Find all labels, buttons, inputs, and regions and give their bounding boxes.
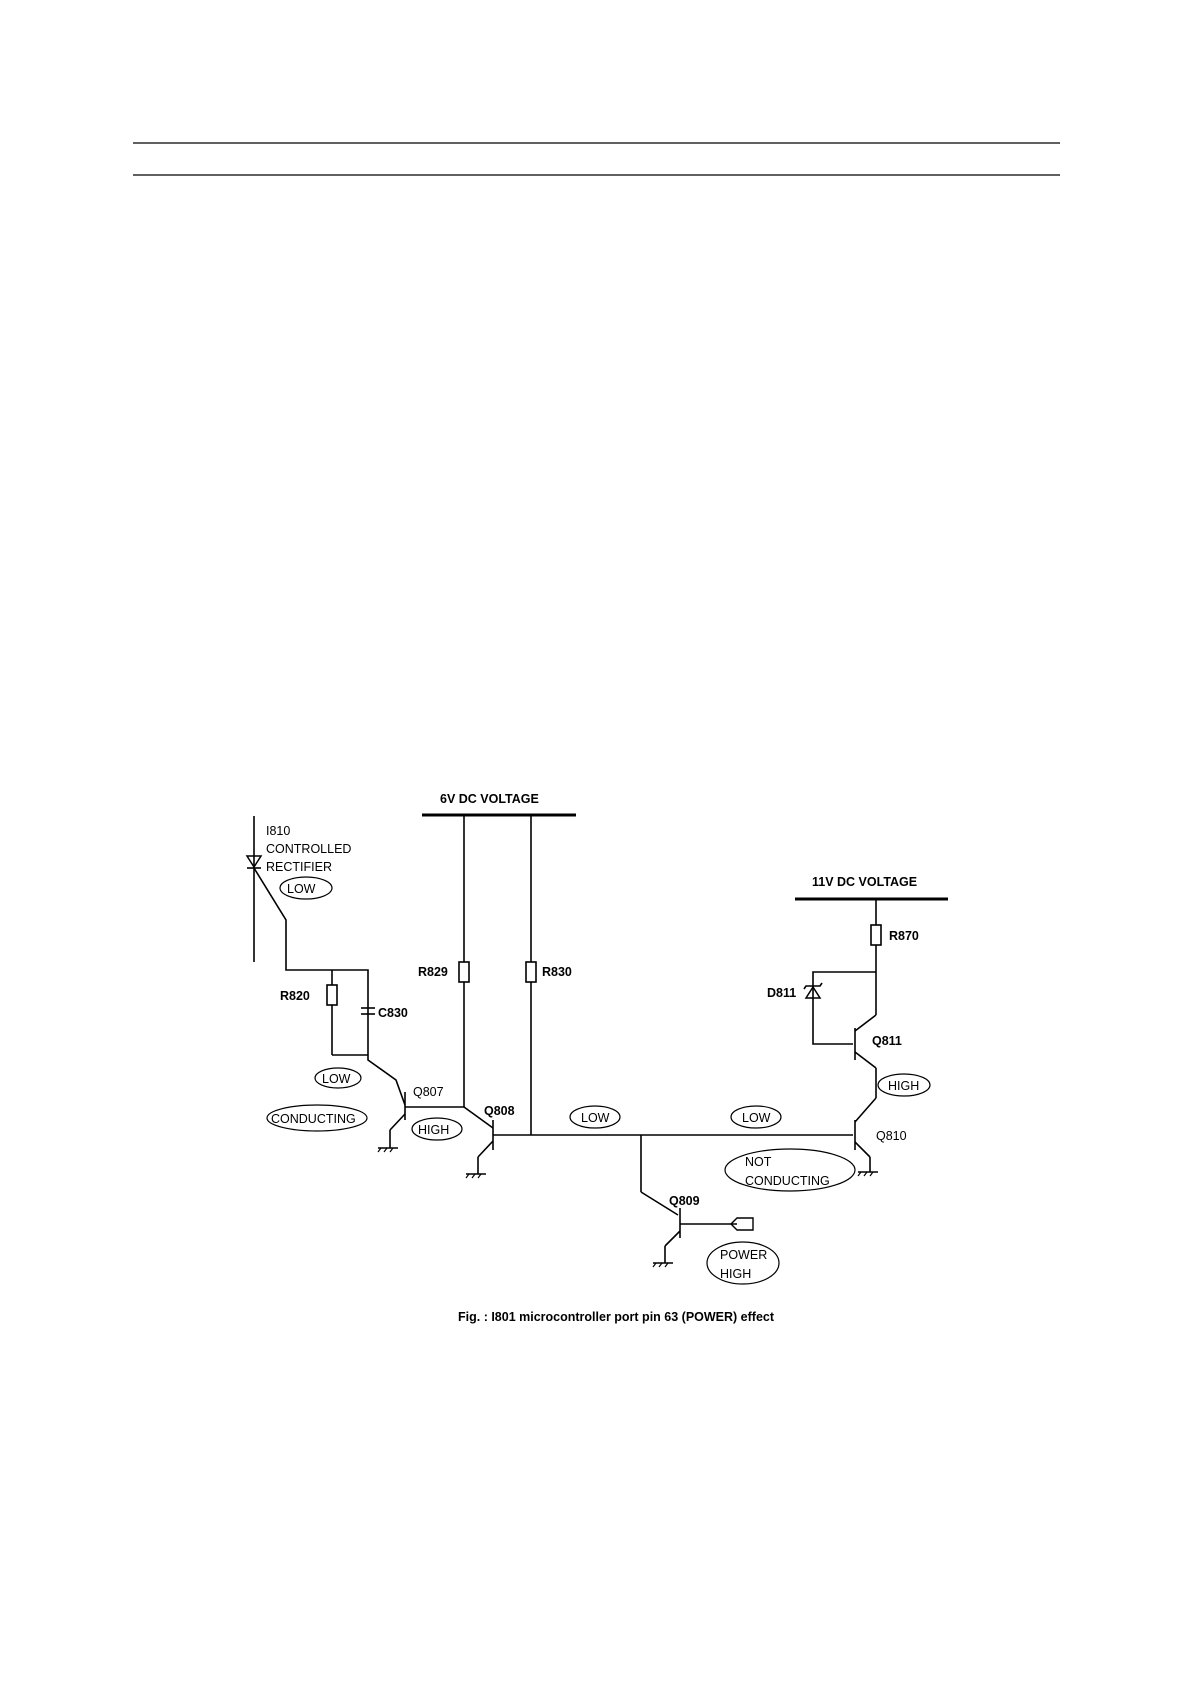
figure-caption: Fig. : I801 microcontroller port pin 63 … <box>458 1310 775 1324</box>
r870-label: R870 <box>889 929 919 943</box>
q807-label: Q807 <box>413 1085 444 1099</box>
r829-label: R829 <box>418 965 448 979</box>
i810-label-1: I810 <box>266 824 290 838</box>
power-input-connector <box>730 1217 754 1231</box>
svg-text:LOW: LOW <box>322 1072 351 1086</box>
svg-text:HIGH: HIGH <box>720 1267 751 1281</box>
resistor-r830 <box>525 961 537 983</box>
i810-label-3: RECTIFIER <box>266 860 332 874</box>
q808-label: Q808 <box>484 1104 515 1118</box>
svg-text:LOW: LOW <box>581 1111 610 1125</box>
rail-6v-label: 6V DC VOLTAGE <box>440 792 539 806</box>
d811-label: D811 <box>767 986 796 1000</box>
state-bubble-q807-collector <box>411 1117 463 1141</box>
svg-text:LOW: LOW <box>742 1111 771 1125</box>
resistor-r870 <box>870 924 882 946</box>
state-bubble-rectifier <box>279 876 333 900</box>
q811-label: Q811 <box>872 1034 902 1048</box>
resistor-r820 <box>326 984 338 1006</box>
r830-label: R830 <box>542 965 572 979</box>
zener-diode-d811 <box>804 985 822 999</box>
svg-text:HIGH: HIGH <box>418 1123 449 1137</box>
state-bubble-q811-emitter <box>877 1073 931 1097</box>
q809-label: Q809 <box>669 1194 700 1208</box>
svg-text:NOT: NOT <box>745 1155 772 1169</box>
r820-label: R820 <box>280 989 310 1003</box>
resistor-r829 <box>458 961 470 983</box>
svg-text:POWER: POWER <box>720 1248 767 1262</box>
q810-label: Q810 <box>876 1129 907 1143</box>
state-bubble-q808-collector <box>569 1105 621 1129</box>
i810-label-2: CONTROLLED <box>266 842 351 856</box>
state-bubble-q810-base <box>730 1105 782 1129</box>
svg-text:CONDUCTING: CONDUCTING <box>745 1174 830 1188</box>
state-bubble-q807-base <box>314 1067 362 1089</box>
state-bubble-power <box>706 1241 780 1285</box>
rectifier-symbol <box>245 855 263 869</box>
svg-text:LOW: LOW <box>287 882 316 896</box>
svg-text:HIGH: HIGH <box>888 1079 919 1093</box>
rail-11v-label: 11V DC VOLTAGE <box>812 875 917 889</box>
c830-label: C830 <box>378 1006 408 1020</box>
state-bubble-q807-status <box>266 1104 368 1132</box>
state-bubble-q810-status <box>724 1148 856 1192</box>
svg-text:CONDUCTING: CONDUCTING <box>271 1112 356 1126</box>
